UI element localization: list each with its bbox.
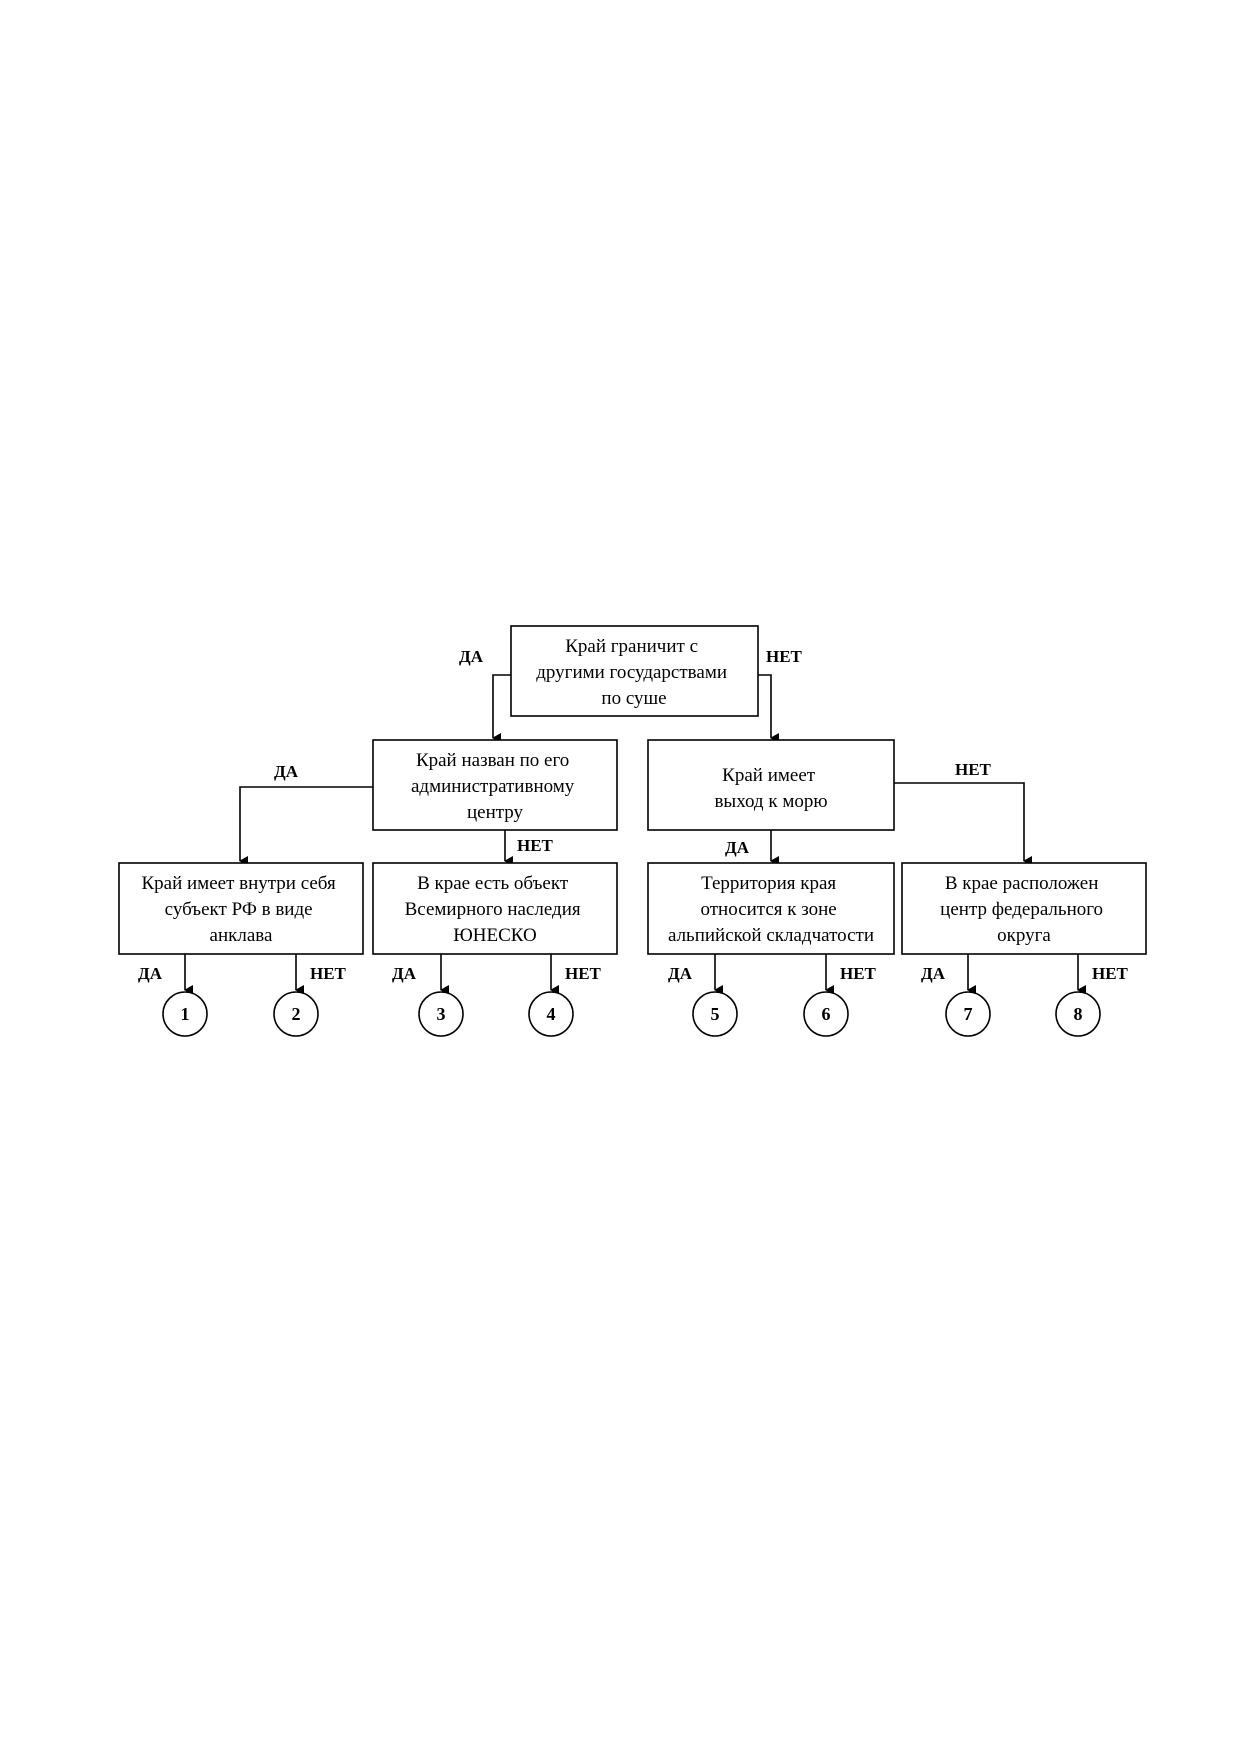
edge-label-federal-yes: ДА [921,964,946,983]
edge-label-sea-no: НЕТ [955,760,992,779]
node-alpine: Территория края относится к зоне альпийс… [647,862,895,955]
edge-label-named-admin-no: НЕТ [517,836,554,855]
leaf-outcome-8: 8 [1055,991,1101,1037]
leaf-outcome-7: 7 [945,991,991,1037]
node-named-admin: Край назван по его административному цен… [372,739,618,831]
svg-text:4: 4 [547,1004,556,1024]
leaf-outcome-6: 6 [803,991,849,1037]
svg-text:Территория края относитс: Территория края относится к зоне альпийс… [668,873,874,946]
connector-root-no [758,674,779,743]
svg-text:В крае есть объект Всеми: В крае есть объект Всемирного наследия Ю… [405,873,586,946]
edge-label-sea-yes: ДА [725,838,750,857]
svg-text:Край имеет выход к морю: Край имеет выход к морю [714,765,827,812]
edge-label-enclave-yes: ДА [138,964,163,983]
edge-label-root-yes: ДА [459,647,484,666]
edge-label-federal-no: НЕТ [1092,964,1129,983]
svg-text:Край граничит с другими: Край граничит с другими государствами по… [536,636,732,709]
leaf-outcome-5: 5 [692,991,738,1037]
edge-label-named-admin-yes: ДА [274,762,299,781]
leaf-outcome-3: 3 [418,991,464,1037]
connectors [184,674,1086,995]
edge-label-alpine-no: НЕТ [840,964,877,983]
edge-label-root-no: НЕТ [766,647,803,666]
edge-label-enclave-no: НЕТ [310,964,347,983]
svg-text:2: 2 [292,1004,301,1024]
node-unesco: В крае есть объект Всемирного наследия Ю… [372,862,618,955]
edge-label-alpine-yes: ДА [668,964,693,983]
node-enclave: Край имеет внутри себя субъект РФ в виде… [118,862,364,955]
svg-text:1: 1 [181,1004,190,1024]
leaf-outcomes: 1 2 3 4 5 6 7 8 [162,991,1101,1037]
leaf-outcome-4: 4 [528,991,574,1037]
svg-text:3: 3 [437,1004,446,1024]
svg-text:6: 6 [822,1004,831,1024]
leaf-outcome-1: 1 [162,991,208,1037]
svg-text:8: 8 [1074,1004,1083,1024]
svg-text:Край имеет внутри себя с: Край имеет внутри себя субъект РФ в виде… [141,873,340,946]
connector-named-admin-yes [239,786,373,866]
node-root: Край граничит с другими государствами по… [510,625,759,717]
svg-text:5: 5 [711,1004,720,1024]
svg-text:7: 7 [964,1004,973,1024]
edge-label-unesco-yes: ДА [392,964,417,983]
node-federal: В крае расположен центр федерального окр… [901,862,1147,955]
node-sea: Край имеет выход к морю [647,739,895,831]
connector-sea-no [894,782,1032,866]
edge-labels: ДА НЕТ ДА НЕТ ДА НЕТ ДА НЕТ ДА НЕТ ДА НЕ… [138,647,1129,983]
connector-root-yes [492,674,511,743]
svg-text:В крае расположен центр: В крае расположен центр федерального окр… [940,873,1108,946]
edge-label-unesco-no: НЕТ [565,964,602,983]
leaf-outcome-2: 2 [273,991,319,1037]
svg-text:Край назван по его админ: Край назван по его административному цен… [411,750,579,823]
